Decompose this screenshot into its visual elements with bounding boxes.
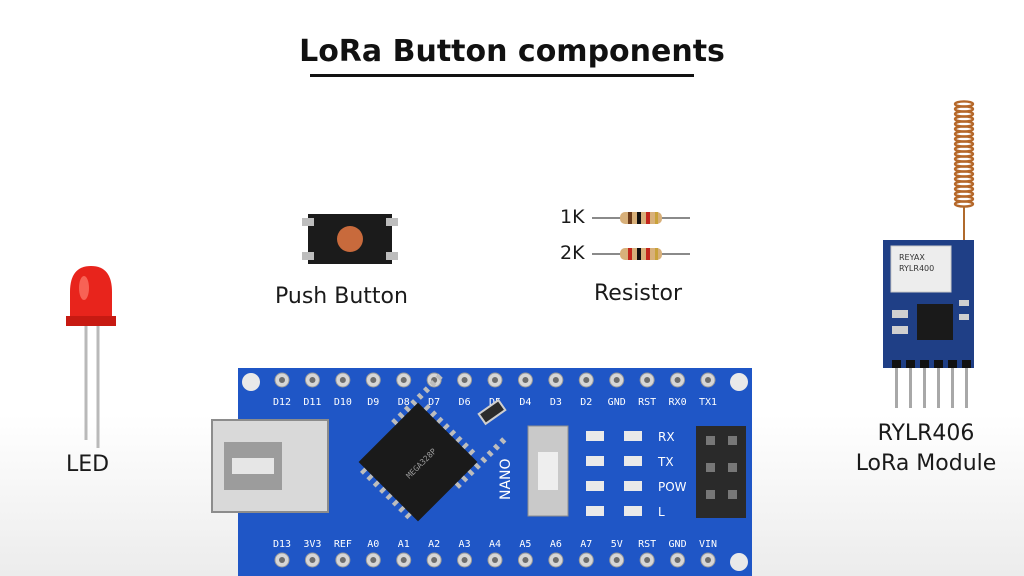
resistor-value-2k: 2K xyxy=(560,242,585,264)
arduino-nano-board: D12D11D10D9D8D7D6D5D4D3D2GNDRSTRX0TX1 D1… xyxy=(211,368,752,576)
nano-top-pin-d12: D12 xyxy=(273,397,291,408)
nano-bottom-pin-3v3: 3V3 xyxy=(303,539,321,550)
nano-top-pin-d11: D11 xyxy=(303,397,321,408)
nano-top-pin-d9: D9 xyxy=(367,397,379,408)
nano-status-leds: RX TX POW L xyxy=(586,430,687,519)
nano-bottom-pin-ref: REF xyxy=(334,539,352,550)
resistor-label: Resistor xyxy=(594,281,682,306)
nano-top-pin-tx1: TX1 xyxy=(699,397,717,408)
module-chip-text-2: RYLR400 xyxy=(899,264,934,273)
title-underline xyxy=(310,74,694,77)
nano-top-pin-d2: D2 xyxy=(580,397,592,408)
rylr406-label-line1: RYLR406 xyxy=(877,421,975,446)
nano-bottom-pin-a0: A0 xyxy=(367,539,379,550)
resistor-1k xyxy=(592,212,690,224)
nano-led-label-tx: TX xyxy=(657,455,674,469)
led-label: LED xyxy=(66,452,110,477)
resistor-2k xyxy=(592,248,690,260)
push-button-component xyxy=(302,214,398,264)
nano-bottom-pin-vin: VIN xyxy=(699,539,717,550)
led-component xyxy=(66,266,116,448)
nano-top-pin-rx0: RX0 xyxy=(669,397,687,408)
nano-top-pin-d6: D6 xyxy=(459,397,471,408)
nano-top-pin-d10: D10 xyxy=(334,397,352,408)
nano-top-pin-d4: D4 xyxy=(519,397,531,408)
nano-bottom-pin-a7: A7 xyxy=(580,539,592,550)
page-title: LoRa Button components xyxy=(299,34,725,69)
nano-top-pin-gnd: GND xyxy=(608,397,626,408)
nano-led-label-pow: POW xyxy=(658,480,687,494)
nano-bottom-pin-5v: 5V xyxy=(611,539,623,550)
nano-bottom-pin-a6: A6 xyxy=(550,539,562,550)
module-header-pins xyxy=(892,360,971,408)
nano-bottom-pin-d13: D13 xyxy=(273,539,291,550)
nano-bottom-pin-a5: A5 xyxy=(519,539,531,550)
nano-led-label-l: L xyxy=(658,505,665,519)
nano-bottom-pin-a1: A1 xyxy=(398,539,410,550)
bottom-pin-row: D13 3V3 REF A0 A1 A2 A3 A4 A5 A6 A7 5V RST GND VIN xyxy=(273,539,717,568)
module-chip-text-1: REYAX xyxy=(899,253,925,262)
nano-led-label-rx: RX xyxy=(658,430,675,444)
spiral-antenna xyxy=(953,100,975,208)
nano-bottom-pin-gnd: GND xyxy=(669,539,687,550)
nano-bottom-pin-rst: RST xyxy=(638,539,656,550)
nano-top-pin-d3: D3 xyxy=(550,397,562,408)
nano-bottom-pin-a3: A3 xyxy=(459,539,471,550)
push-button-label: Push Button xyxy=(275,284,408,309)
resistor-value-1k: 1K xyxy=(560,206,585,228)
nano-bottom-pin-a2: A2 xyxy=(428,539,440,550)
nano-board-text: NANO xyxy=(498,458,514,500)
nano-top-pin-d7: D7 xyxy=(428,397,440,408)
rylr406-label-line2: LoRa Module xyxy=(855,451,997,476)
rylr406-module: REYAX RYLR400 xyxy=(883,100,975,408)
nano-top-pin-d8: D8 xyxy=(398,397,410,408)
nano-bottom-pin-a4: A4 xyxy=(489,539,501,550)
nano-top-pin-rst: RST xyxy=(638,397,656,408)
